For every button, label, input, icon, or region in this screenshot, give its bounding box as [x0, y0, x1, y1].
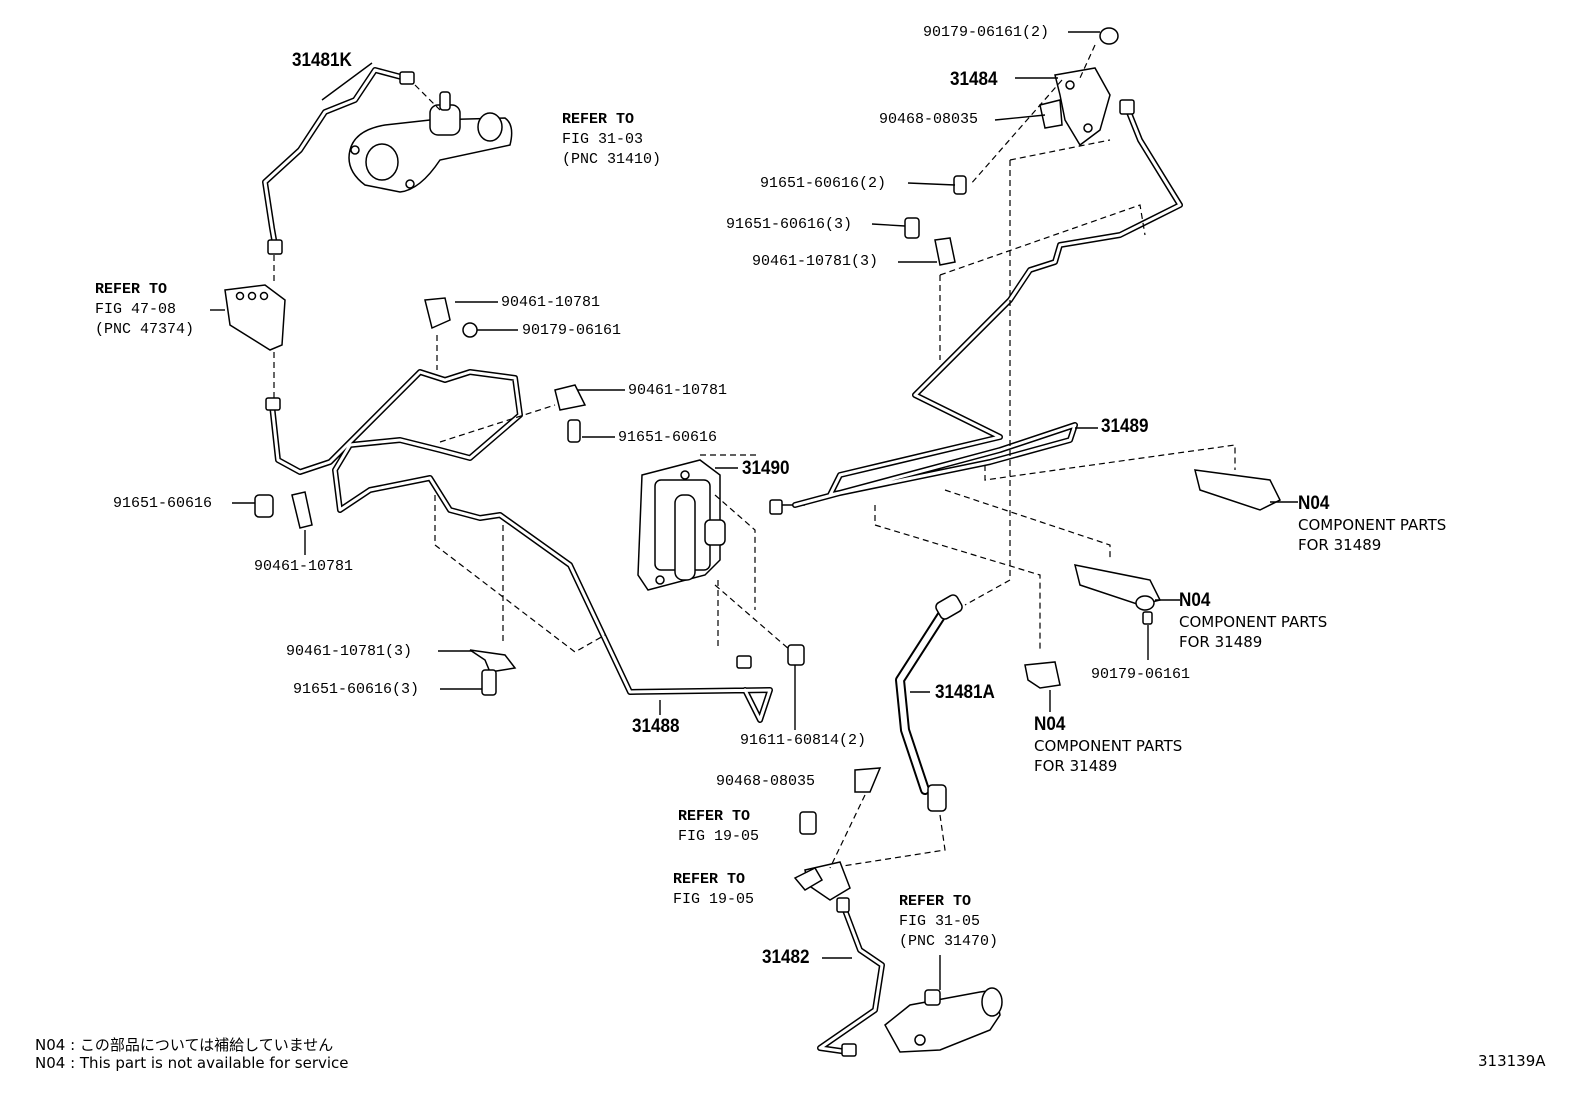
refer-line: (PNC 31470)	[899, 933, 999, 950]
pipe-31488	[265, 369, 773, 723]
release-cylinder	[884, 987, 1003, 1053]
note-en: N04 : This part is not available for ser…	[35, 1054, 349, 1072]
refer-line: FIG 19-05	[678, 828, 760, 845]
refer-fig-19-05-b[interactable]: REFER TO FIG 19-05	[673, 872, 754, 912]
refer-fig-47-08[interactable]: REFER TO FIG 47-08 (PNC 47374)	[95, 282, 194, 342]
pipe-31481K	[262, 67, 415, 255]
part-label-90461-10781-3-bot[interactable]: 90461-10781(3)	[286, 643, 413, 660]
bracket-31484	[904, 27, 1119, 266]
refer-line: REFER TO	[562, 111, 635, 128]
n04-block-2[interactable]: N04 COMPONENT PARTS FOR 31489	[1179, 591, 1327, 655]
part-label-90461-10781-a[interactable]: 90461-10781	[501, 294, 601, 311]
part-label-90461-10781-3-top[interactable]: 90461-10781(3)	[752, 253, 879, 270]
n04-block-3[interactable]: N04 COMPONENT PARTS FOR 31489	[1034, 715, 1182, 779]
refer-line: REFER TO	[678, 808, 751, 825]
note-jp: N04 : この部品については補給していません	[35, 1036, 334, 1054]
refer-line: REFER TO	[673, 871, 746, 888]
refer-line: FIG 31-03	[562, 131, 644, 148]
n04-code: N04	[1034, 714, 1066, 735]
refer-fig-31-03[interactable]: REFER TO FIG 31-03 (PNC 31410)	[562, 112, 661, 172]
part-label-90468-08035-top[interactable]: 90468-08035	[879, 111, 979, 128]
part-label-31490[interactable]: 31490	[742, 458, 790, 479]
refer-line: FIG 47-08	[95, 301, 177, 318]
bracket-31490	[637, 459, 726, 591]
lower-hardware	[793, 767, 882, 901]
master-cylinder	[348, 91, 513, 193]
part-label-31481K[interactable]: 31481K	[292, 50, 352, 71]
part-label-31488[interactable]: 31488	[632, 716, 680, 737]
diagram-id: 313139A	[1478, 1052, 1546, 1070]
n04-code: N04	[1298, 493, 1330, 514]
refer-line: REFER TO	[899, 893, 972, 910]
refer-line: (PNC 47374)	[95, 321, 195, 338]
n04-clips	[1024, 469, 1282, 689]
refer-line: FIG 19-05	[673, 891, 755, 908]
refer-fig-31-05[interactable]: REFER TO FIG 31-05 (PNC 31470)	[899, 894, 998, 954]
part-label-31489[interactable]: 31489	[1101, 416, 1149, 437]
block-fitting	[224, 284, 286, 351]
n04-line2: FOR 31489	[1179, 633, 1263, 651]
n04-code: N04	[1179, 590, 1211, 611]
pipe-31482	[817, 897, 885, 1057]
part-label-91611-60814-2[interactable]: 91611-60814(2)	[740, 732, 867, 749]
n04-line1: COMPONENT PARTS	[1298, 516, 1447, 534]
hose-31481A	[895, 594, 963, 812]
part-label-91651-60616-b[interactable]: 91651-60616	[618, 429, 718, 446]
part-label-91651-60616-2[interactable]: 91651-60616(2)	[760, 175, 887, 192]
refer-line: REFER TO	[95, 281, 168, 298]
n04-line2: FOR 31489	[1034, 757, 1118, 775]
part-label-90468-08035-bot[interactable]: 90468-08035	[716, 773, 816, 790]
part-label-90179-06161-2[interactable]: 90179-06161(2)	[923, 24, 1050, 41]
part-label-90461-10781-c[interactable]: 90461-10781	[254, 558, 354, 575]
n04-block-1[interactable]: N04 COMPONENT PARTS FOR 31489	[1298, 494, 1446, 558]
n04-line1: COMPONENT PARTS	[1179, 613, 1328, 631]
part-label-91651-60616-3-bot[interactable]: 91651-60616(3)	[293, 681, 420, 698]
leader-lines	[210, 31, 1298, 990]
part-label-91651-60616-3-top[interactable]: 91651-60616(3)	[726, 216, 853, 233]
refer-fig-19-05-a[interactable]: REFER TO FIG 19-05	[678, 809, 759, 849]
part-label-90179-06161-a[interactable]: 90179-06161	[522, 322, 622, 339]
part-label-91651-60616-c[interactable]: 91651-60616	[113, 495, 213, 512]
part-label-90179-06161-right[interactable]: 90179-06161	[1091, 666, 1191, 683]
refer-line: (PNC 31410)	[562, 151, 662, 168]
part-label-31482[interactable]: 31482	[762, 947, 810, 968]
n04-line1: COMPONENT PARTS	[1034, 737, 1183, 755]
part-label-31481A[interactable]: 31481A	[935, 682, 995, 703]
refer-line: FIG 31-05	[899, 913, 981, 930]
pipe-31489	[792, 99, 1183, 508]
part-label-31484[interactable]: 31484	[950, 69, 998, 90]
part-label-90461-10781-b[interactable]: 90461-10781	[628, 382, 728, 399]
small-hardware-left	[254, 297, 587, 696]
n04-line2: FOR 31489	[1298, 536, 1382, 554]
